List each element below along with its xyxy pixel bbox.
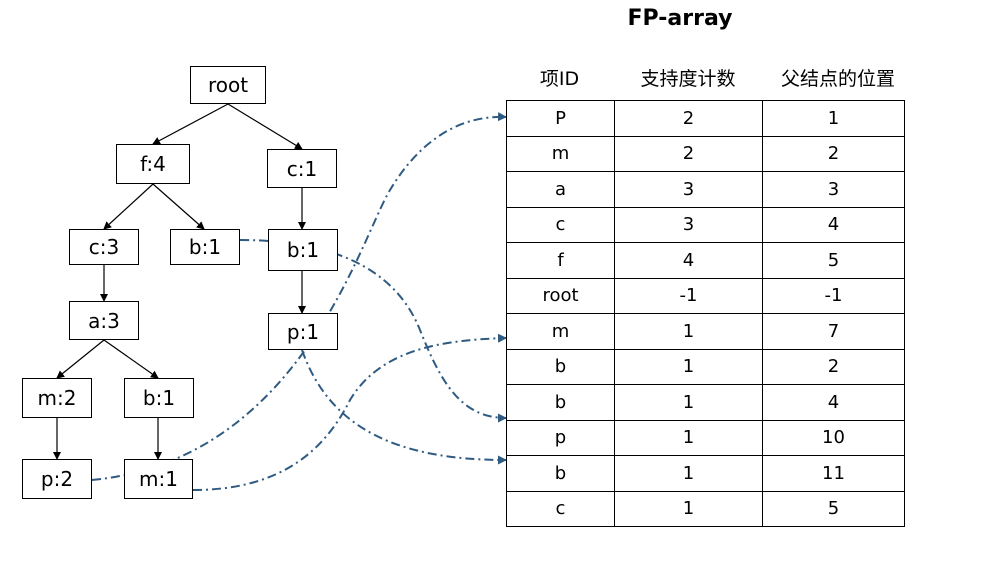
item-id-cell: p: [506, 419, 615, 456]
header-support-count: 支持度计数: [640, 68, 736, 90]
parent-position-cell: 3: [762, 171, 905, 208]
link-p1-to-row-p10: [301, 349, 507, 465]
parent-position-cell: 2: [762, 348, 905, 385]
item-id-cell: b: [506, 455, 615, 492]
header-item-id: 项ID: [539, 68, 580, 90]
parent-position-cell: 1: [762, 100, 905, 137]
edge-f4-c3: [103, 183, 154, 230]
support-count-cell: 1: [614, 455, 763, 492]
item-id-cell: P: [506, 100, 615, 137]
item-id-cell: b: [506, 384, 615, 421]
item-id-cell: c: [506, 206, 615, 243]
tree-node-b1: b:1: [170, 229, 240, 265]
parent-position-cell: 5: [762, 490, 905, 527]
parent-position-cell: 4: [762, 206, 905, 243]
parent-position-cell: 10: [762, 419, 905, 456]
support-count-cell: 3: [614, 171, 763, 208]
parent-position-cell: 7: [762, 313, 905, 350]
parent-position-cell: 11: [762, 455, 905, 492]
tree-node-m2: m:2: [22, 378, 92, 418]
edge-f4-b1a: [152, 183, 205, 230]
support-count-cell: 2: [614, 100, 763, 137]
tree-node-f4: f:4: [116, 144, 190, 184]
tree-node-b1: b:1: [124, 378, 194, 418]
tree-node-p1: p:1: [268, 313, 338, 350]
fp-array-title: FP-array: [627, 6, 733, 31]
parent-position-cell: 2: [762, 135, 905, 172]
support-count-cell: 1: [614, 419, 763, 456]
support-count-cell: 3: [614, 206, 763, 243]
item-id-cell: f: [506, 242, 615, 279]
link-m1-to-row-m7: [192, 333, 507, 491]
tree-node-c3: c:3: [69, 229, 139, 265]
support-count-cell: -1: [614, 277, 763, 314]
support-count-cell: 1: [614, 313, 763, 350]
tree-node-m1: m:1: [124, 459, 193, 499]
item-id-cell: a: [506, 171, 615, 208]
item-id-cell: b: [506, 348, 615, 385]
header-parent-position: 父结点的位置: [780, 68, 895, 90]
edge-a3-b1c: [103, 339, 159, 379]
support-count-cell: 1: [614, 490, 763, 527]
support-count-cell: 1: [614, 384, 763, 421]
item-id-cell: m: [506, 313, 615, 350]
tree-node-p2: p:2: [22, 459, 92, 499]
parent-position-cell: 4: [762, 384, 905, 421]
item-id-cell: m: [506, 135, 615, 172]
edge-root-f4: [152, 103, 229, 145]
tree-node-root: root: [190, 66, 266, 104]
link-p2-to-row-P: [91, 112, 507, 481]
support-count-cell: 4: [614, 242, 763, 279]
item-id-cell: c: [506, 490, 615, 527]
item-id-cell: root: [506, 277, 615, 314]
tree-node-a3: a:3: [69, 301, 139, 340]
edge-a3-m2: [56, 339, 105, 379]
parent-position-cell: -1: [762, 277, 905, 314]
edge-root-c1: [227, 103, 303, 150]
table-row: root-1-1: [506, 277, 905, 314]
support-count-cell: 1: [614, 348, 763, 385]
support-count-cell: 2: [614, 135, 763, 172]
tree-node-b1: b:1: [268, 229, 338, 271]
tree-node-c1: c:1: [267, 149, 337, 188]
parent-position-cell: 5: [762, 242, 905, 279]
